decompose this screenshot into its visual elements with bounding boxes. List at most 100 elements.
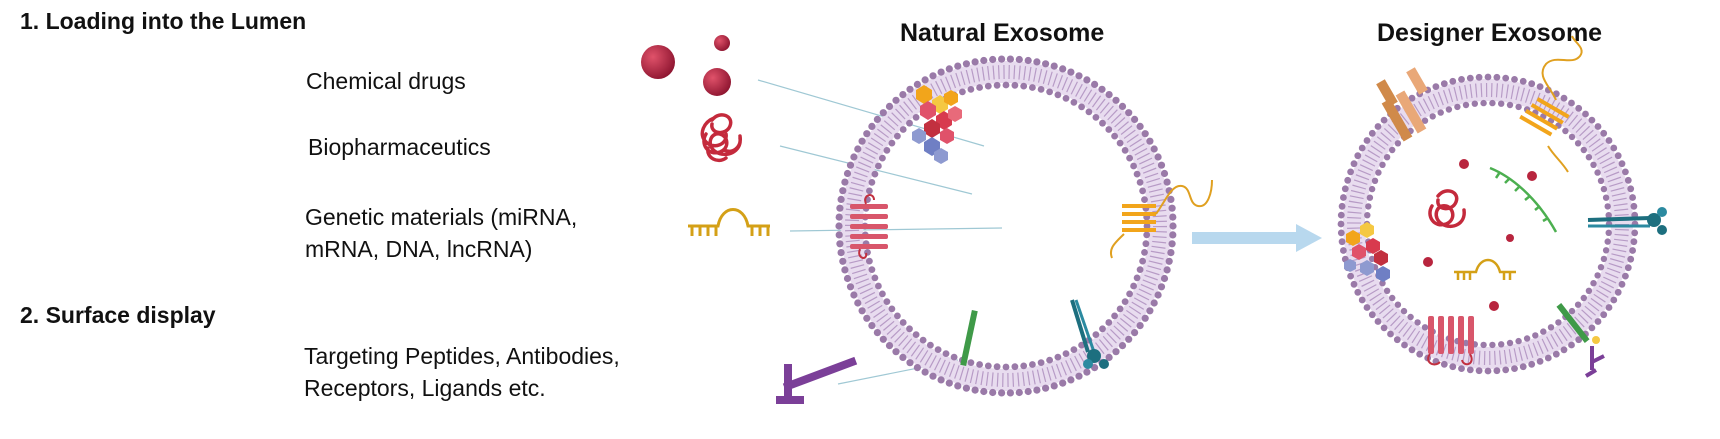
lipid-head [929, 72, 937, 80]
lipid-head [1136, 122, 1144, 130]
lipid-head [839, 187, 847, 195]
lipid-head [1015, 388, 1023, 397]
lipid-head [1118, 102, 1127, 110]
lipid-head [1112, 348, 1120, 356]
lipid-head [1118, 342, 1127, 350]
designer-exosome [1337, 35, 1667, 378]
lipid-head [1568, 133, 1576, 141]
lipid-head [1136, 179, 1144, 186]
lipid-head [1515, 337, 1522, 345]
lipid-head [899, 126, 907, 133]
lipid-head [1344, 176, 1352, 184]
lipid-head [883, 147, 891, 154]
lipid-head [1588, 116, 1596, 124]
lipid-head [1347, 272, 1354, 280]
lipid-head [879, 335, 887, 343]
lipid-head [835, 213, 843, 221]
lipid-head [1371, 177, 1379, 184]
lipid-head [1511, 365, 1518, 372]
lipid-head [879, 154, 886, 162]
lipid-head [1143, 222, 1151, 230]
lipid-head [1126, 154, 1133, 162]
section2-heading: 2. Surface display [20, 302, 216, 328]
lipid-head [1054, 91, 1062, 99]
lipid-head [1024, 387, 1032, 396]
lipid-head [1125, 109, 1133, 117]
designer-drug-particles-icon [1423, 159, 1537, 311]
lipid-head [998, 55, 1006, 63]
lipid-head [863, 130, 871, 138]
lipid-head [1167, 249, 1175, 257]
lipid-head [1050, 62, 1058, 70]
lipid-head [1092, 114, 1100, 121]
lipid-head [1338, 202, 1346, 210]
lipid-head [980, 56, 988, 65]
lipid-head [906, 359, 914, 367]
designer-lipid-heads-outer [1337, 73, 1639, 375]
lipid-head [1143, 231, 1151, 239]
lipid-head [1506, 339, 1514, 347]
lipid-head [1112, 96, 1120, 104]
lipid-head [927, 341, 934, 349]
lipid-head [1449, 363, 1457, 371]
lipid-head [871, 274, 879, 282]
lipid-head [858, 137, 866, 145]
lipid-head [1380, 116, 1388, 124]
lipid-head [1011, 81, 1019, 89]
lipid-head [1085, 108, 1093, 116]
lipid-head [1042, 384, 1050, 392]
lipid-head [1070, 346, 1078, 353]
lipid-head [1054, 353, 1062, 361]
lipid-head [1493, 73, 1501, 81]
lipid-head [1050, 382, 1058, 390]
lipid-head [854, 145, 862, 153]
lipid-head [1408, 346, 1416, 354]
lipid-head [954, 382, 962, 390]
lipid-head [1630, 238, 1638, 246]
lipid-head [1341, 185, 1349, 193]
lipid-head [1002, 363, 1010, 371]
lipid-head [984, 82, 992, 90]
lipid-head [1160, 274, 1169, 283]
lipid-head [1440, 360, 1448, 368]
lipid-head [1394, 301, 1402, 308]
lipid-head [1408, 94, 1416, 102]
lipid-head [1528, 80, 1536, 88]
lipid-head [1590, 280, 1597, 287]
lipid-head [1540, 328, 1547, 335]
lipid-head [899, 319, 907, 326]
lipid-head [1605, 229, 1612, 236]
lipid-head [1389, 294, 1396, 302]
lipid-head [839, 257, 847, 265]
lipid-head [879, 109, 887, 117]
lipid-head [835, 231, 843, 239]
lipid-head [866, 257, 873, 265]
lipid-head [1536, 358, 1544, 365]
lipid-head [1610, 144, 1618, 152]
lipid-head [1498, 100, 1505, 107]
lipid-head [993, 81, 1001, 89]
natural-channel-protein-icon [850, 194, 888, 259]
lipid-head [1154, 291, 1162, 299]
lipid-head [1131, 115, 1139, 123]
lipid-head [1121, 147, 1129, 154]
lipid-head [883, 298, 891, 305]
lipid-head [1523, 335, 1531, 342]
lipid-head [1146, 307, 1154, 315]
lipid-head [1046, 356, 1053, 364]
lipid-head [1506, 101, 1514, 109]
y-receptor-icon [776, 356, 858, 404]
lipid-head [1347, 168, 1354, 176]
section1-heading: 1. Loading into the Lumen [20, 8, 307, 34]
lipid-head [885, 102, 894, 110]
lipid-head [993, 363, 1001, 371]
lipid-head [1111, 132, 1118, 140]
lipid-head [1480, 99, 1487, 107]
lipid-head [1163, 266, 1171, 274]
lipid-head [1168, 240, 1176, 248]
lipid-head [1597, 177, 1605, 184]
lipid-head [1131, 329, 1139, 337]
lipid-head [934, 346, 942, 353]
lipid-head [1029, 84, 1036, 91]
